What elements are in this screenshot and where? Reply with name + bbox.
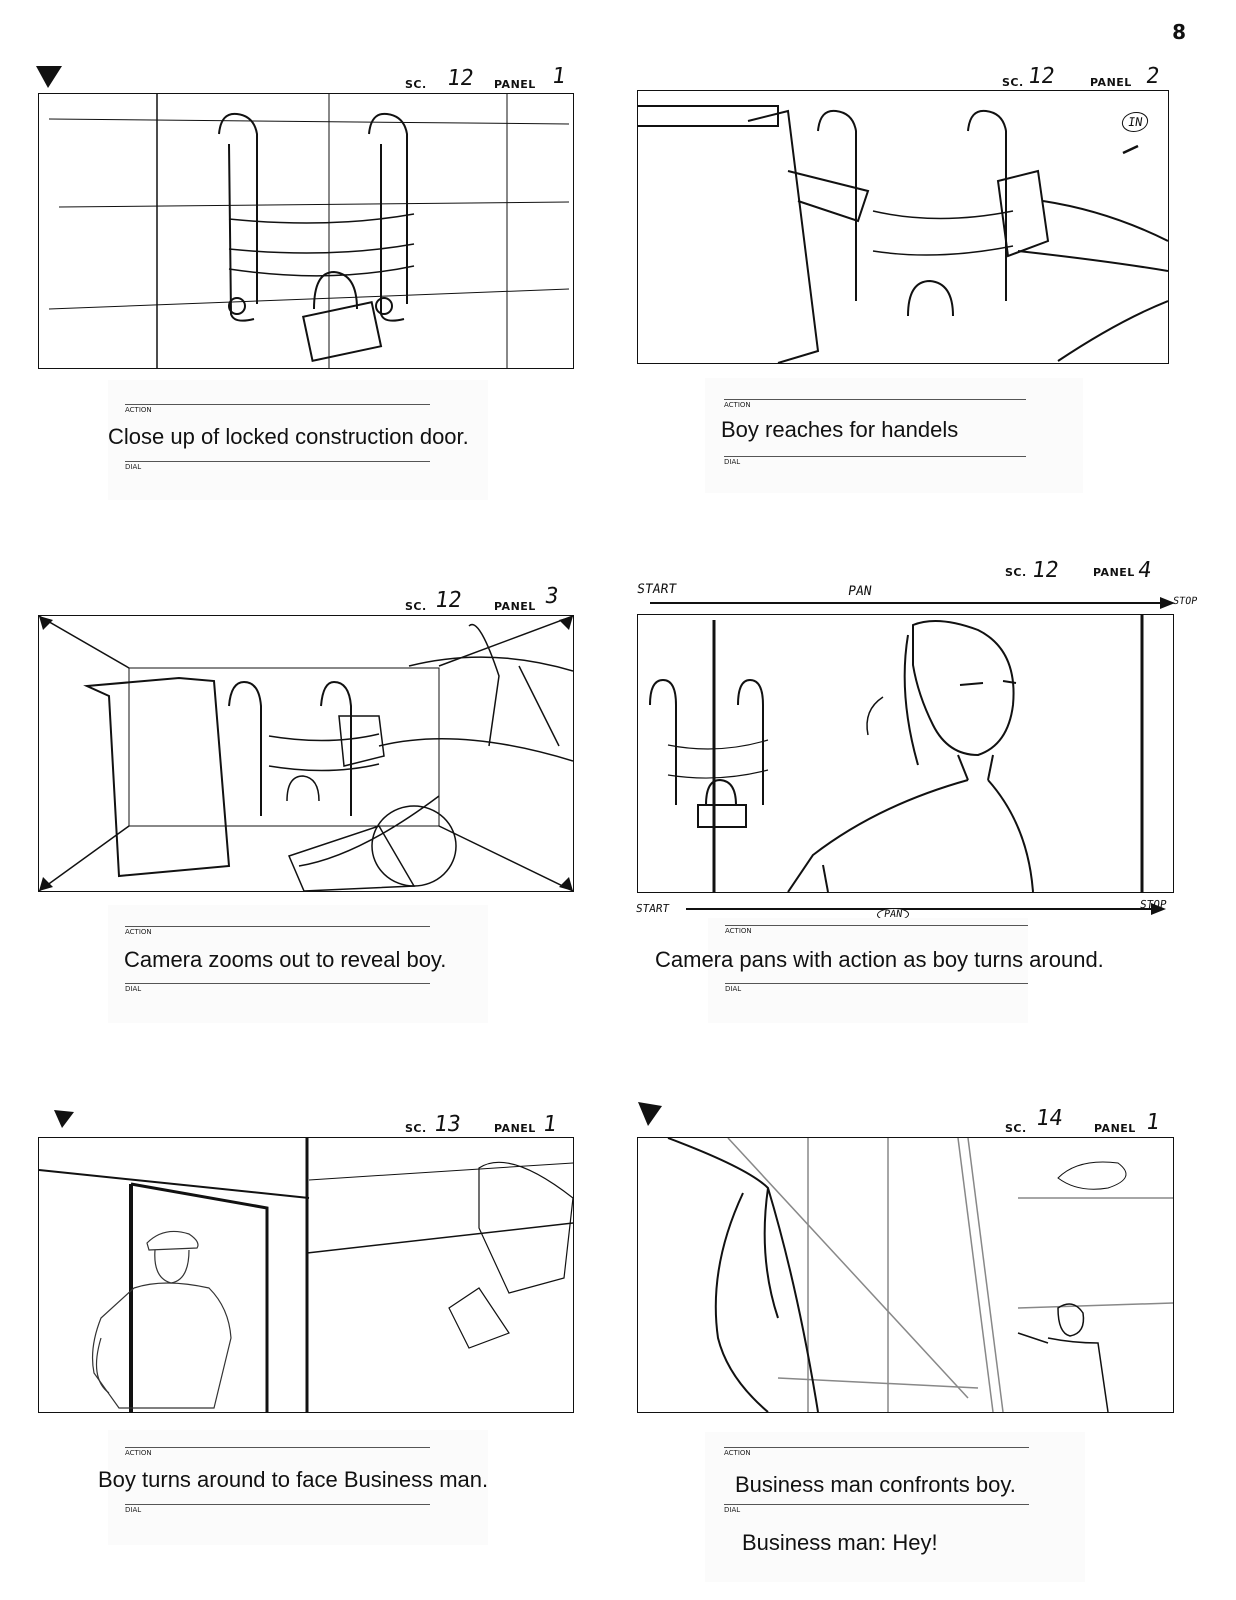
dial-rule <box>724 456 1026 457</box>
panel-number: 1 <box>550 64 568 89</box>
scene-start-marker-icon <box>638 1102 662 1126</box>
dial-label: DIAL <box>125 1506 142 1514</box>
storyboard-frame-3 <box>38 615 574 892</box>
sketch-locked-door <box>48 94 570 368</box>
panel-number: 3 <box>543 584 561 609</box>
panel-number: 1 <box>1144 1110 1162 1135</box>
action-text: Close up of locked construction door. <box>108 424 469 449</box>
sketch-zoom-out-reveal <box>39 616 573 891</box>
dial-rule <box>125 983 430 984</box>
pan-arrow-bottom-icon <box>686 903 1166 915</box>
pan-start-label: START <box>635 582 678 597</box>
action-rule <box>125 1447 430 1448</box>
action-label: ACTION <box>125 406 152 414</box>
scene-number: 12 <box>433 588 464 613</box>
sketch-boy-reaches-handles <box>638 105 1168 363</box>
pan-stop-label: STOP <box>1172 596 1198 607</box>
action-label: ACTION <box>724 401 751 409</box>
pan-arrow-icon <box>650 597 1175 609</box>
dial-rule <box>125 1504 430 1505</box>
panel-label: PANEL <box>1094 1122 1136 1135</box>
dial-label: DIAL <box>725 985 742 993</box>
caption-box <box>108 1430 488 1545</box>
action-label: ACTION <box>125 928 152 936</box>
page-number: 8 <box>1172 20 1186 44</box>
storyboard-frame-1 <box>38 93 574 369</box>
dial-label: DIAL <box>125 463 142 471</box>
scene-number: 12 <box>1030 558 1061 583</box>
sketch-businessman-confronts <box>667 1138 1173 1412</box>
action-text: Camera zooms out to reveal boy. <box>124 947 447 972</box>
sc-label: SC. <box>405 78 427 91</box>
action-text: Business man confronts boy. <box>735 1472 1016 1497</box>
scene-number: 12 <box>1026 64 1057 89</box>
action-rule <box>725 925 1028 926</box>
panel-label: PANEL <box>494 600 536 613</box>
action-rule <box>724 399 1026 400</box>
caption-box <box>708 918 1028 1023</box>
dial-label: DIAL <box>125 985 142 993</box>
action-text: Camera pans with action as boy turns aro… <box>655 947 1104 972</box>
sketch-boy-faces-businessman <box>39 1138 573 1412</box>
dial-rule <box>724 1504 1029 1505</box>
caption-box <box>705 378 1083 493</box>
scene-number: 14 <box>1034 1106 1065 1131</box>
panel-number: 1 <box>541 1112 559 1137</box>
dial-label: DIAL <box>724 458 741 466</box>
scene-start-marker-icon <box>54 1110 74 1128</box>
caption-box <box>705 1432 1085 1582</box>
panel-number: 4 <box>1136 558 1154 583</box>
action-rule <box>125 404 430 405</box>
scene-start-marker-icon <box>36 66 62 88</box>
storyboard-frame-5 <box>38 1137 574 1413</box>
action-rule <box>724 1447 1029 1448</box>
scene-number: 12 <box>445 66 476 91</box>
scene-number: 13 <box>432 1112 463 1137</box>
action-text: Boy turns around to face Business man. <box>98 1467 489 1492</box>
action-label: ACTION <box>725 927 752 935</box>
caption-box <box>108 905 488 1023</box>
storyboard-frame-4 <box>637 614 1174 893</box>
action-rule <box>125 926 430 927</box>
action-label: ACTION <box>724 1449 751 1457</box>
sc-label: SC. <box>405 600 427 613</box>
storyboard-frame-6 <box>637 1137 1174 1413</box>
caption-box <box>108 380 488 500</box>
panel-label: PANEL <box>1090 76 1132 89</box>
action-text: Boy reaches for handels <box>721 417 959 442</box>
pan-start-label-bottom: START <box>635 902 671 915</box>
sc-label: SC. <box>1005 566 1027 579</box>
dial-rule <box>725 983 1028 984</box>
dialogue-text: Business man: Hey! <box>742 1530 938 1555</box>
panel-label: PANEL <box>494 1122 536 1135</box>
dial-label: DIAL <box>724 1506 741 1514</box>
panel-number: 2 <box>1144 64 1162 89</box>
pan-stop-label-bottom: STOP <box>1139 898 1168 911</box>
storyboard-frame-2 <box>637 90 1169 364</box>
sc-label: SC. <box>405 1122 427 1135</box>
sc-label: SC. <box>1005 1122 1027 1135</box>
dial-rule <box>125 461 430 462</box>
panel-label: PANEL <box>494 78 536 91</box>
sketch-boy-turns-pan <box>649 615 1144 892</box>
panel-label: PANEL <box>1093 566 1135 579</box>
action-label: ACTION <box>125 1449 152 1457</box>
sc-label: SC. <box>1002 76 1024 89</box>
